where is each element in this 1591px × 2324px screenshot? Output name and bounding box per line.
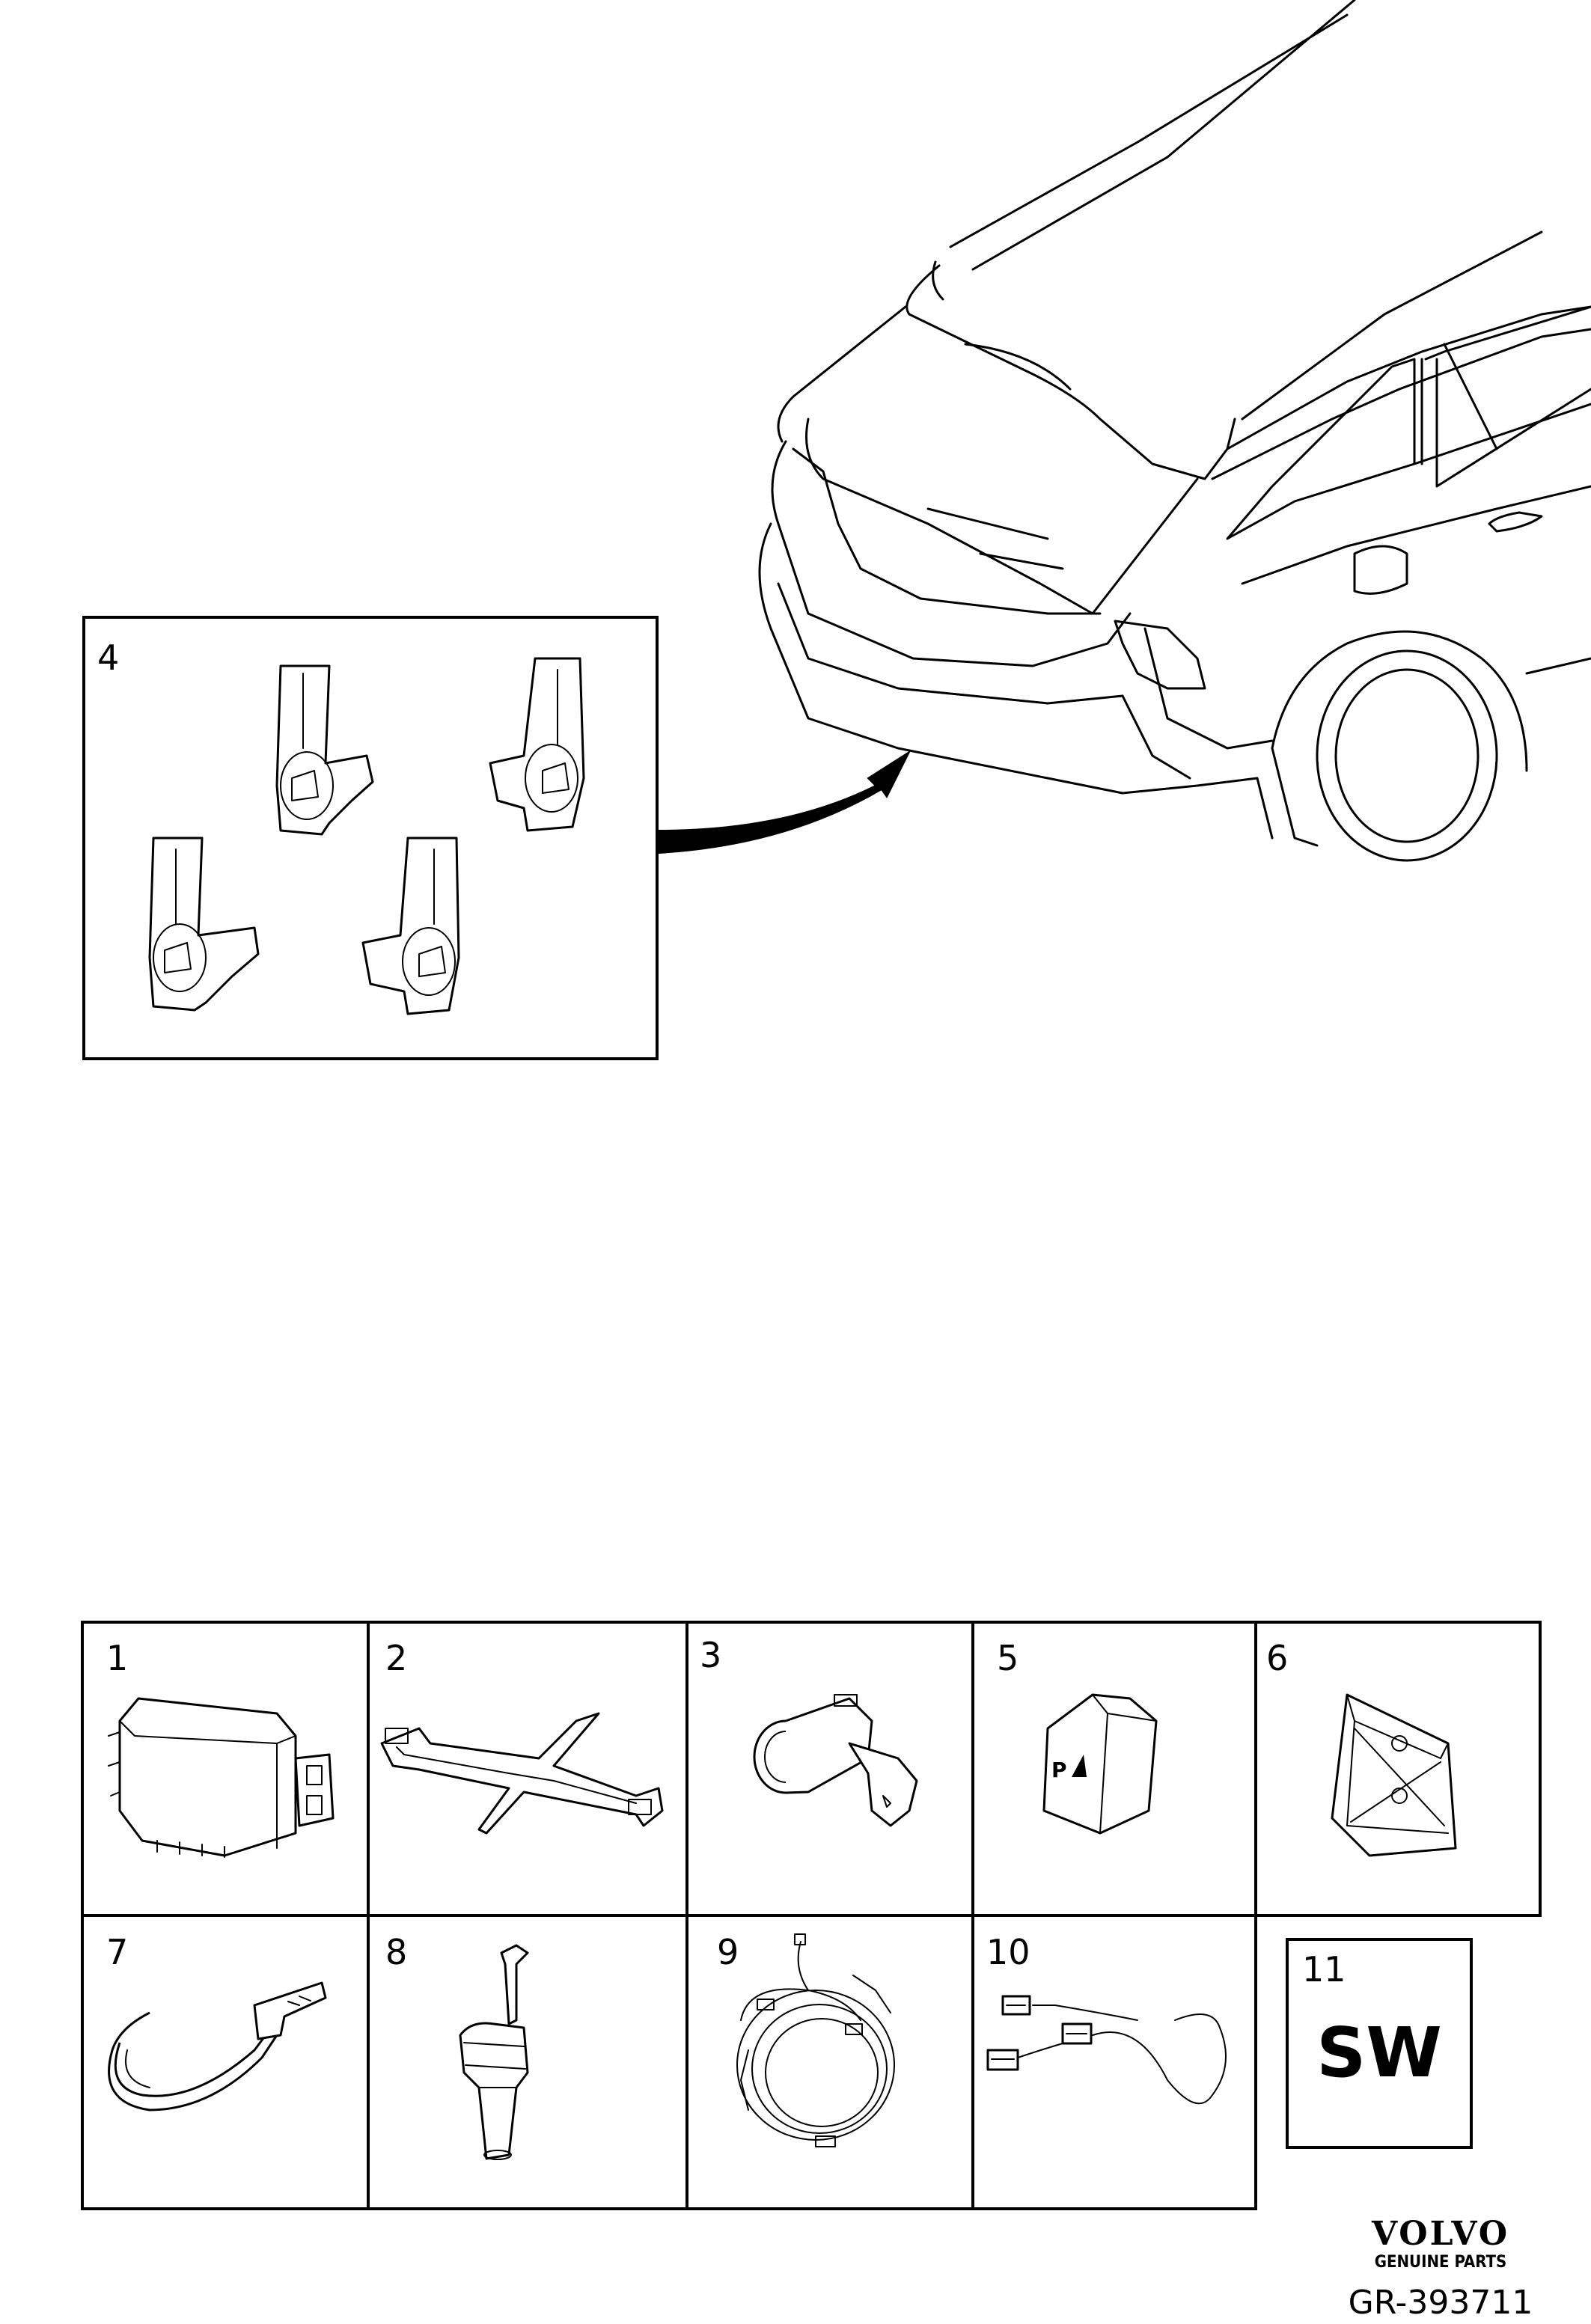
software-box-label: 11 [1302,1949,1346,1990]
parts-grid [81,1621,1542,2210]
callout-arrow [658,750,911,854]
sensor-holder-icon [275,664,374,836]
sensor-holder-icon [148,837,260,1012]
cell-label: 6 [1266,1638,1288,1678]
grid-cell-10 [971,1914,1257,2210]
car-rear-illustration [758,0,1591,862]
wiring-harness-icon [736,1933,895,2147]
brand-tagline: GENUINE PARTS [1375,2253,1507,2272]
grid-cell-6 [1254,1621,1542,1917]
cell-label: 10 [986,1932,1030,1972]
park-assist-switch-icon: P [1042,1693,1158,1835]
sensor-holder-icon [489,657,585,832]
cell-label: 2 [385,1638,407,1678]
sensor-holder-icon [361,837,460,1015]
sealing-plug-icon [459,1944,529,2160]
software-box [1286,1938,1473,2149]
cell-label: 7 [106,1932,128,1972]
cable-tie-icon [108,1981,327,2112]
control-module-icon [108,1697,335,1858]
cell-label: 1 [106,1638,128,1678]
volvo-logo: VOLVO GENUINE PARTS [1371,2215,1509,2272]
cell-label: 3 [700,1635,721,1675]
detail-box-label: 4 [97,637,119,678]
mounting-plate-icon [1331,1693,1457,1857]
figure-reference: GR-393711 [1349,2284,1533,2322]
bumper-bracket-icon [380,1712,664,1835]
cell-label: 8 [385,1932,407,1972]
cable-adapter-icon [986,1995,1227,2105]
software-box-text: SW [1316,2013,1442,2093]
parking-sensor-icon [753,1694,918,1827]
cell-label: 9 [717,1932,739,1972]
brand-name: VOLVO [1371,2215,1509,2253]
detail-box-4 [82,616,659,1060]
svg-text:P: P [1051,1758,1067,1782]
cell-label: 5 [997,1638,1019,1678]
